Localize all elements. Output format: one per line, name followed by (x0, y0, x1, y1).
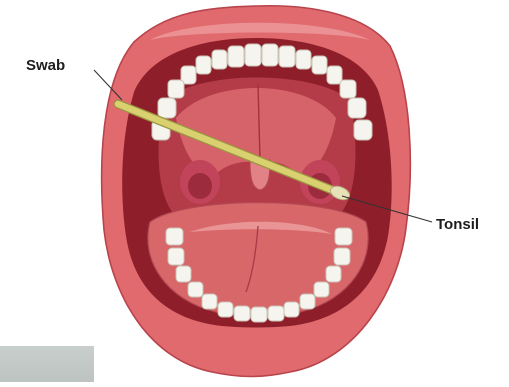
corner-gray-patch (0, 346, 94, 382)
lower-tooth (168, 248, 184, 265)
lower-tooth (251, 307, 267, 322)
upper-tooth (348, 98, 366, 118)
tonsil-label: Tonsil (436, 217, 479, 232)
upper-tooth (312, 56, 327, 74)
swab-label: Swab (26, 58, 65, 73)
upper-tooth (354, 120, 372, 140)
lower-tooth (176, 266, 191, 282)
lower-tooth (268, 306, 284, 321)
lower-tooth (284, 302, 299, 317)
upper-tooth (279, 46, 295, 67)
lower-tooth (334, 248, 350, 265)
upper-tooth (296, 50, 311, 69)
upper-tooth (245, 44, 261, 66)
lower-tooth (166, 228, 183, 245)
lower-tooth (314, 282, 329, 297)
upper-tooth (168, 80, 184, 98)
upper-tooth (327, 66, 342, 84)
left-tonsil-shadow (188, 173, 212, 199)
upper-tooth (340, 80, 356, 98)
upper-tooth (196, 56, 211, 74)
lower-tooth (202, 294, 217, 309)
upper-tooth (212, 50, 227, 69)
lower-tooth (188, 282, 203, 297)
upper-tooth (158, 98, 176, 118)
lower-tooth (335, 228, 352, 245)
lower-tooth (326, 266, 341, 282)
upper-tooth (228, 46, 244, 67)
lower-tooth (234, 306, 250, 321)
lower-tooth (300, 294, 315, 309)
upper-tooth (262, 44, 278, 66)
lower-tooth (218, 302, 233, 317)
